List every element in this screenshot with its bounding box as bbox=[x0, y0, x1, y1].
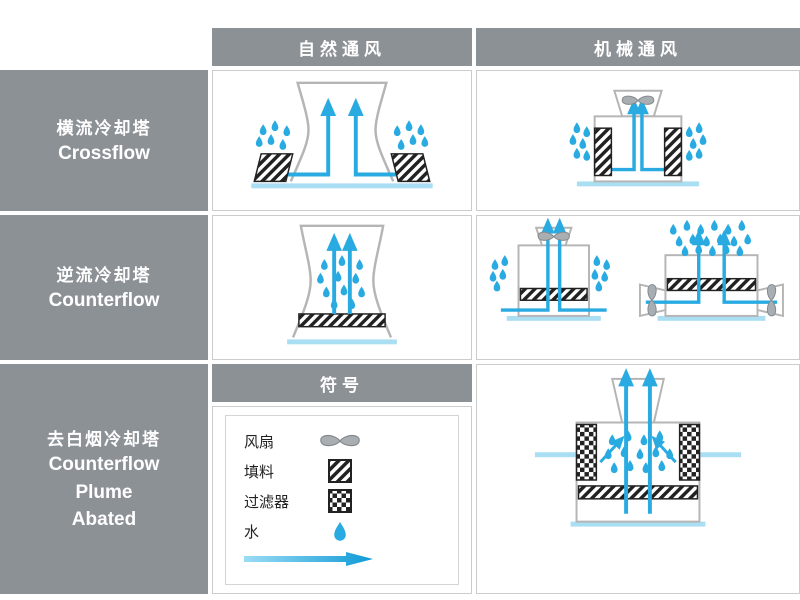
plume-abated-diagram bbox=[534, 368, 742, 527]
legend-item-filter: 过滤器 bbox=[244, 486, 448, 516]
row-label-zh: 横流冷却塔 bbox=[56, 119, 152, 139]
filter-icon bbox=[314, 489, 366, 513]
cell-crossflow-natural bbox=[212, 70, 472, 211]
legend-panel: 符号 风扇 填料 过滤器 bbox=[212, 364, 472, 594]
cell-plume-abated bbox=[476, 364, 800, 594]
crossflow-mechanical-diagram bbox=[569, 89, 707, 187]
legend-label: 风扇 bbox=[244, 433, 275, 451]
legend-body: 风扇 填料 过滤器 水 bbox=[212, 406, 472, 594]
counterflow-natural-diagram bbox=[287, 224, 397, 345]
cell-counterflow-natural bbox=[212, 215, 472, 360]
legend-item-water: 水 bbox=[244, 516, 448, 546]
flow-arrow-icon bbox=[244, 551, 376, 572]
legend-label: 水 bbox=[244, 523, 260, 541]
column-header-mechanical-draft: 机械通风 bbox=[476, 28, 800, 66]
cell-crossflow-mechanical bbox=[476, 70, 800, 211]
top-left-spacer bbox=[0, 28, 208, 66]
column-header-natural-draft: 自然通风 bbox=[212, 28, 472, 66]
fan-icon bbox=[314, 432, 366, 450]
row-label-en: Abated bbox=[71, 509, 137, 531]
row-label-en: Plume bbox=[75, 481, 133, 503]
row-label-en: Crossflow bbox=[58, 143, 150, 165]
row-label-en: Counterflow bbox=[48, 290, 160, 312]
legend-box: 风扇 填料 过滤器 水 bbox=[225, 415, 459, 585]
row-header-crossflow: 横流冷却塔 Crossflow bbox=[0, 70, 208, 211]
counterflow-mechanical-diagram bbox=[489, 217, 784, 321]
row-label-en: Counterflow bbox=[48, 453, 160, 475]
legend-title: 符号 bbox=[212, 364, 472, 402]
row-header-plume-abated: 去白烟冷却塔 Counterflow Plume Abated bbox=[0, 364, 208, 594]
crossflow-natural-diagram bbox=[251, 81, 433, 189]
water-drop-icon bbox=[314, 519, 366, 543]
row-label-zh: 去白烟冷却塔 bbox=[47, 429, 161, 449]
legend-item-fan: 风扇 bbox=[244, 426, 448, 456]
cell-counterflow-mechanical bbox=[476, 215, 800, 360]
row-header-counterflow: 逆流冷却塔 Counterflow bbox=[0, 215, 208, 360]
legend-item-fill: 填料 bbox=[244, 456, 448, 486]
legend-label: 过滤器 bbox=[244, 493, 290, 511]
fill-icon bbox=[314, 459, 366, 483]
legend-label: 填料 bbox=[244, 463, 275, 481]
row-label-zh: 逆流冷却塔 bbox=[56, 266, 152, 286]
legend-item-flow bbox=[244, 546, 448, 576]
